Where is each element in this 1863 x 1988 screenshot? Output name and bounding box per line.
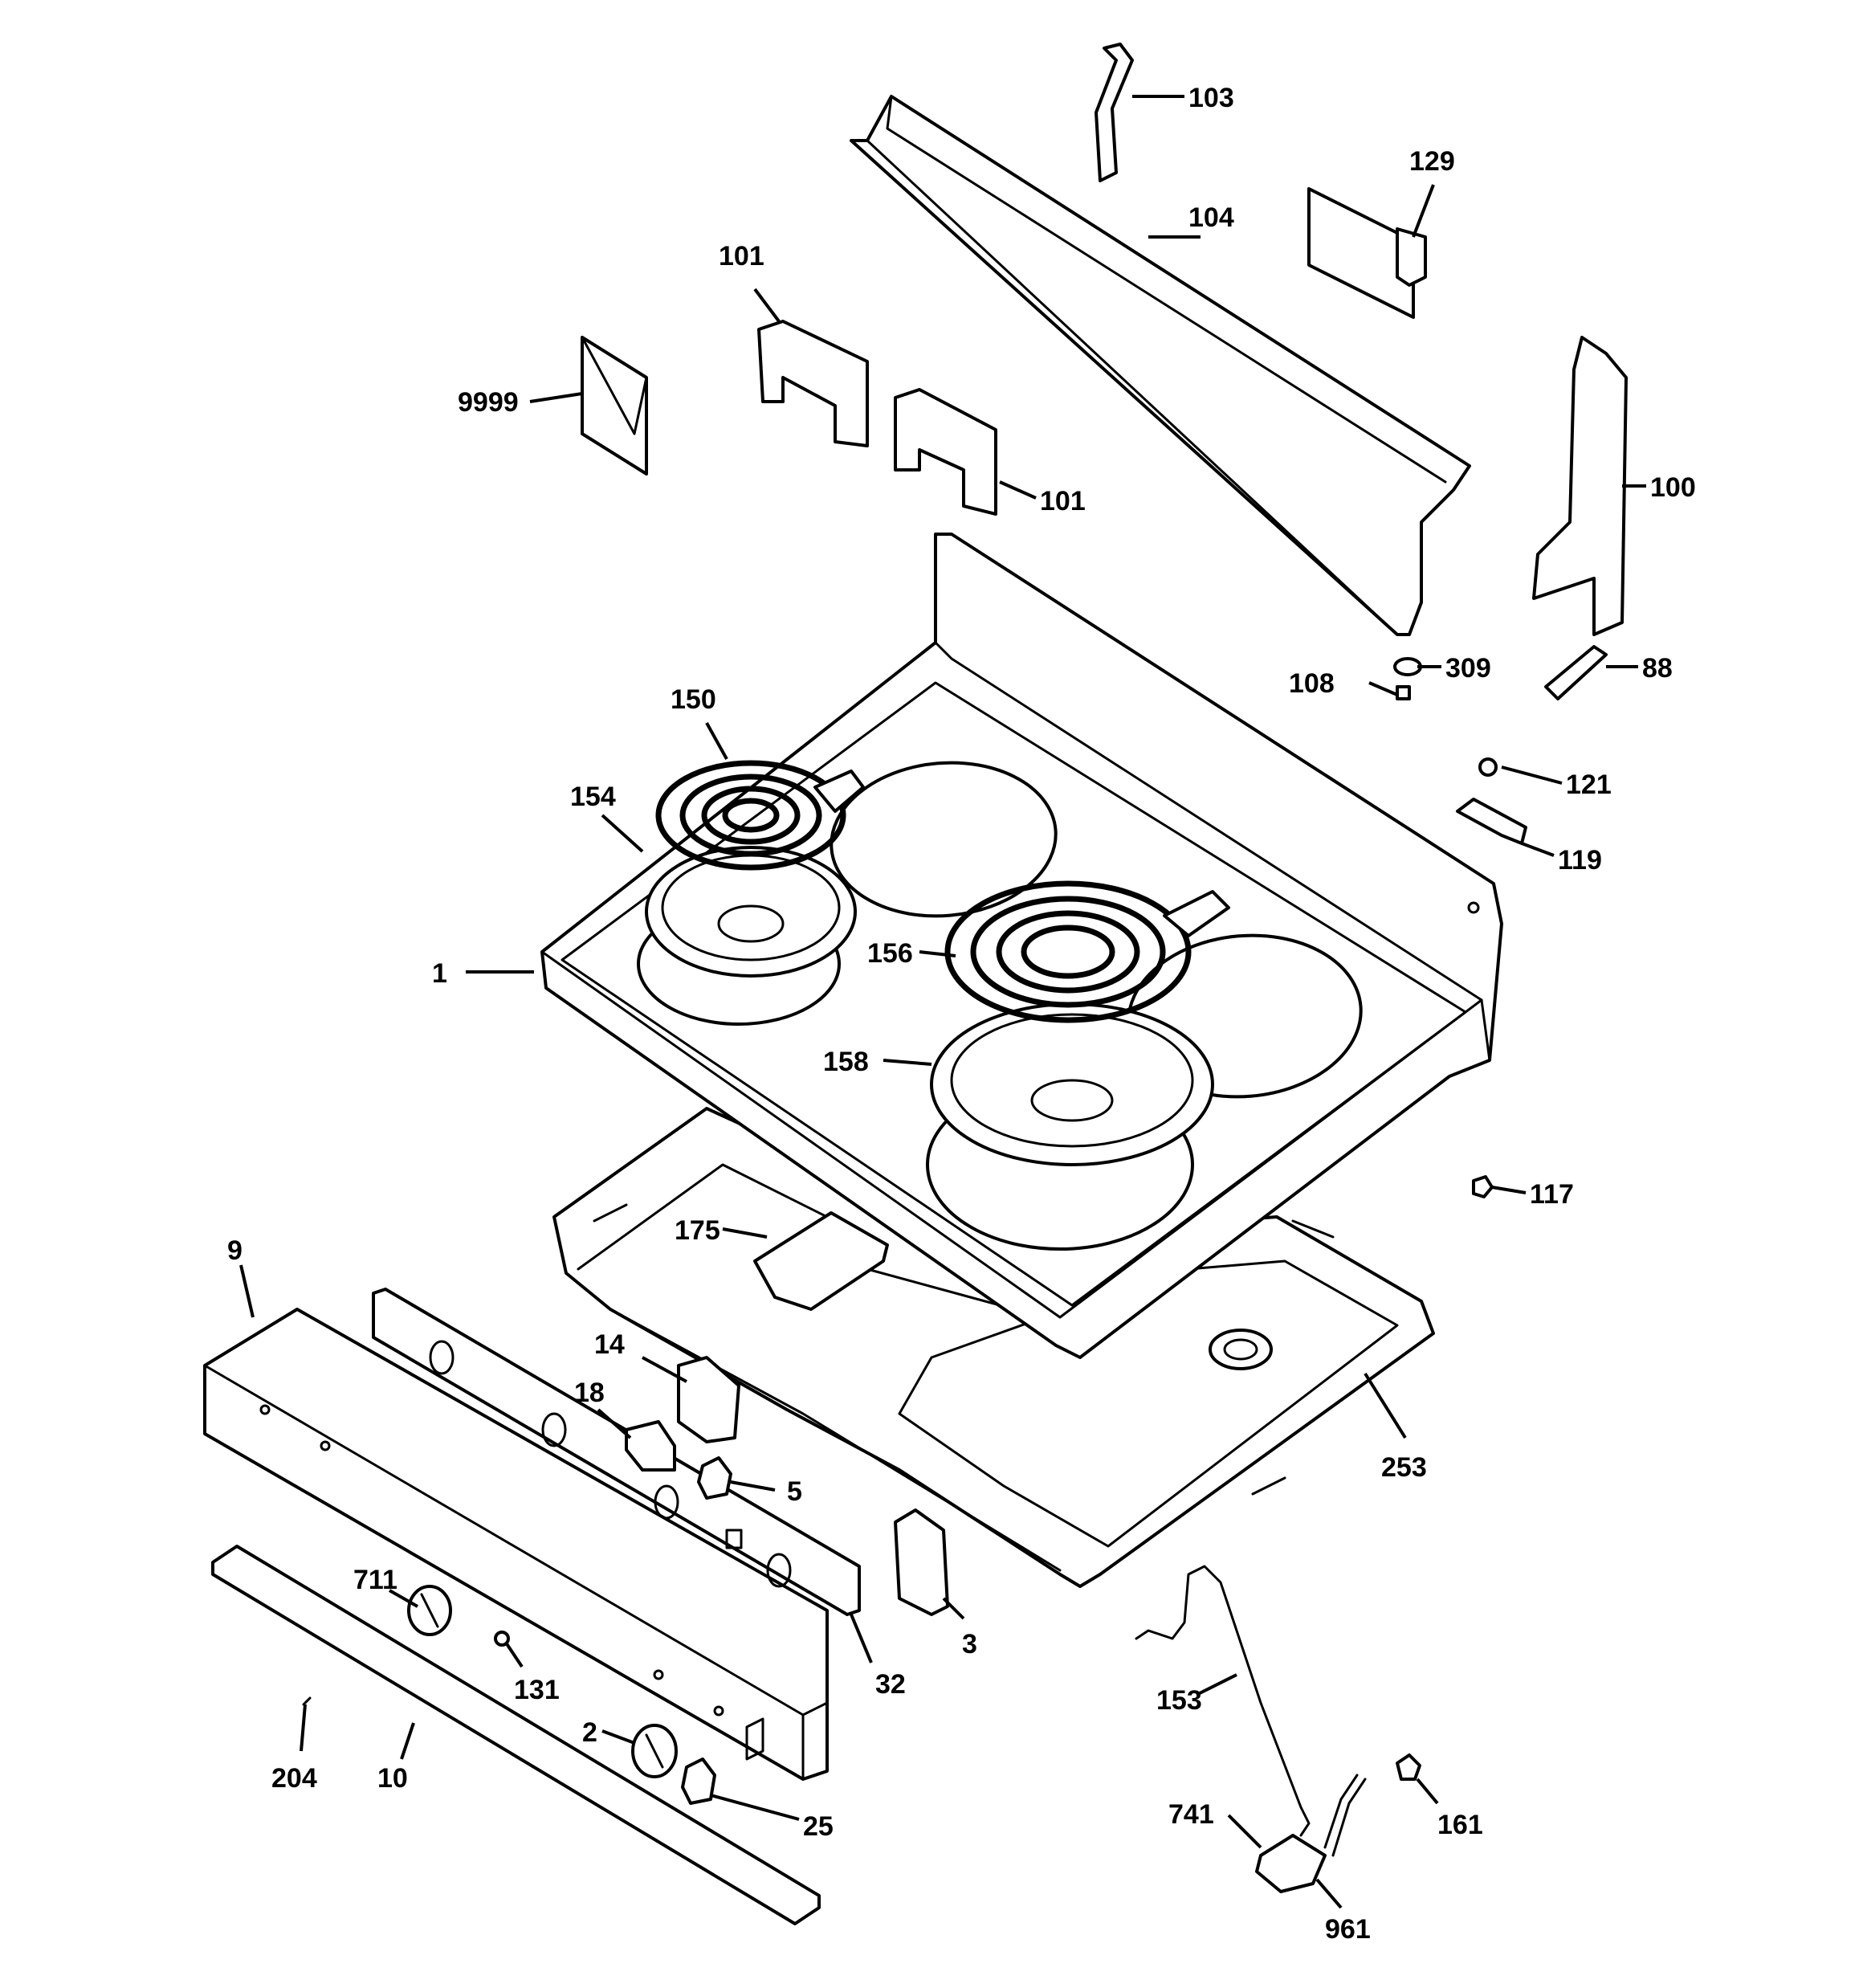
callout-108: 108 <box>1289 668 1335 699</box>
surface-unit-small-part <box>655 760 865 871</box>
knob-part-711 <box>407 1585 452 1636</box>
screw-part-108 <box>1396 685 1411 700</box>
callout-156: 156 <box>867 938 913 969</box>
callout-119: 119 <box>1558 845 1602 876</box>
wire-harness-part <box>1135 1565 1311 1837</box>
callout-711: 711 <box>353 1565 397 1595</box>
callout-121: 121 <box>1566 769 1612 800</box>
callout-3: 3 <box>962 1629 977 1659</box>
callout-131: 131 <box>514 1675 560 1705</box>
callout-100: 100 <box>1650 472 1696 503</box>
callout-9999: 9999 <box>458 387 519 418</box>
screw-part-131 <box>494 1631 510 1647</box>
callout-104: 104 <box>1188 202 1234 233</box>
callout-2: 2 <box>582 1717 597 1748</box>
callout-25: 25 <box>803 1811 834 1842</box>
bracket-part-b <box>894 388 997 516</box>
callout-150: 150 <box>671 684 716 715</box>
callout-129: 129 <box>1409 146 1455 177</box>
side-trim-part <box>1532 336 1628 636</box>
callout-103: 103 <box>1188 83 1234 113</box>
terminal-block-cover-part <box>753 1211 889 1311</box>
control-panel-part <box>203 1308 829 1781</box>
screw-small-part-204 <box>302 1696 312 1706</box>
callout-1: 1 <box>432 958 447 989</box>
drip-pan-small-part <box>645 846 857 978</box>
callout-161: 161 <box>1437 1810 1483 1840</box>
rocker-switch-part <box>697 1456 732 1500</box>
callout-204: 204 <box>271 1763 317 1794</box>
callout-961: 961 <box>1325 1914 1371 1945</box>
callout-14: 14 <box>594 1329 625 1360</box>
trim-strip-part <box>211 1545 821 1925</box>
screw-part-121 <box>1478 757 1498 777</box>
callout-10: 10 <box>377 1763 408 1794</box>
callout-309: 309 <box>1445 653 1491 684</box>
infinite-switch-small-part <box>677 1356 740 1443</box>
callout-18: 18 <box>574 1378 605 1408</box>
control-knob-part-2 <box>631 1724 678 1778</box>
callout-101-a: 101 <box>719 241 764 271</box>
callout-153: 153 <box>1156 1685 1202 1716</box>
bracket-part-a <box>757 320 869 447</box>
callout-labels: 103 129 104 101 101 9999 100 108 309 88 … <box>227 83 1696 1945</box>
handle-part <box>1095 43 1134 182</box>
callout-117: 117 <box>1530 1179 1574 1210</box>
callout-175: 175 <box>675 1215 720 1246</box>
callout-158: 158 <box>823 1047 869 1077</box>
backguard-part <box>850 95 1471 636</box>
callout-154: 154 <box>570 782 616 812</box>
callout-101-b: 101 <box>1040 486 1086 516</box>
control-board-cover-part <box>1307 187 1427 319</box>
washer-part <box>1393 657 1422 676</box>
surface-unit-large-part <box>944 880 1230 1023</box>
callout-741: 741 <box>1168 1799 1214 1830</box>
control-panel-bracket-part <box>372 1288 861 1616</box>
callout-32: 32 <box>875 1669 906 1700</box>
drip-pan-large-part <box>930 1002 1214 1166</box>
terminal-block-part <box>1255 1774 1367 1893</box>
callout-88: 88 <box>1642 653 1673 684</box>
callout-5: 5 <box>787 1476 802 1507</box>
leveling-leg-part <box>1544 645 1608 700</box>
rocker-switch-small-part <box>681 1757 716 1805</box>
callout-253: 253 <box>1381 1452 1427 1483</box>
signal-light-part <box>625 1420 676 1472</box>
infinite-switch-part <box>894 1508 949 1616</box>
nut-part <box>1472 1175 1494 1198</box>
leader-lines <box>239 95 1646 1909</box>
literature-envelope-part <box>581 336 648 476</box>
wire-clip-part <box>1396 1753 1421 1781</box>
callout-9: 9 <box>227 1235 243 1266</box>
hinge-bracket-part <box>1456 798 1527 845</box>
